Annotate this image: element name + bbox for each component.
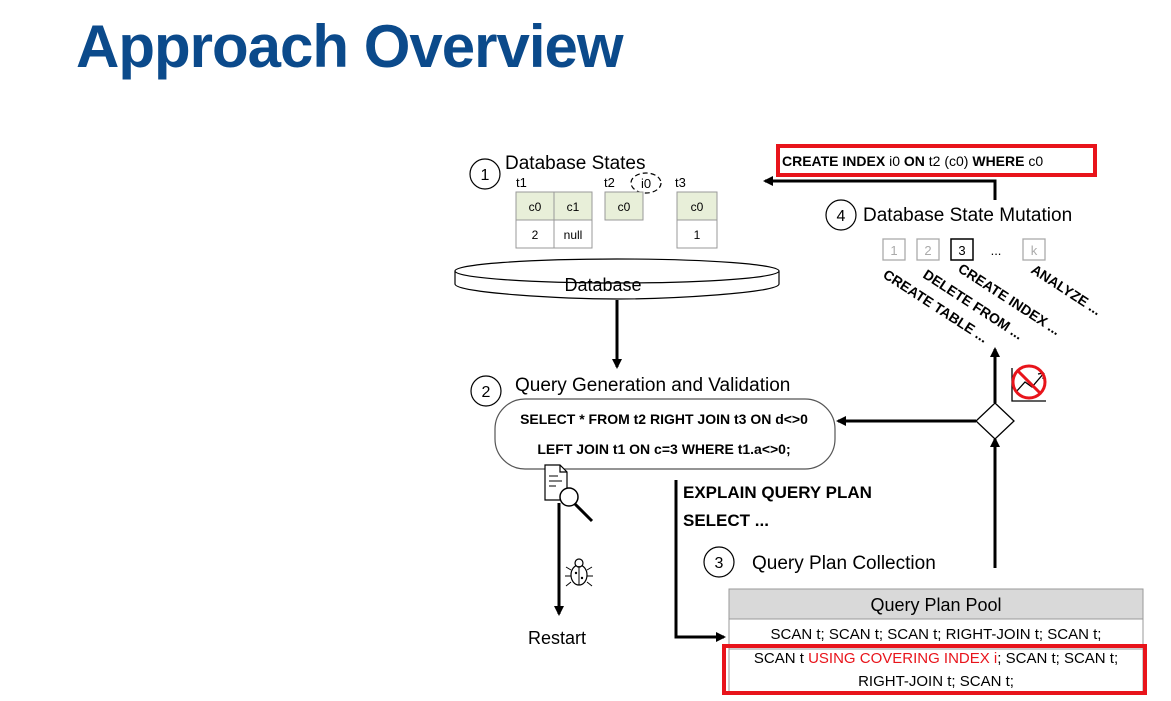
plan-row-1: SCAN t; SCAN t; SCAN t; RIGHT-JOIN t; SC…	[771, 626, 1102, 643]
query-line1: SELECT * FROM t2 RIGHT JOIN t3 ON d<>0	[520, 411, 808, 427]
explain-line1: EXPLAIN QUERY PLAN	[683, 483, 872, 502]
explain-line2: SELECT ...	[683, 511, 769, 530]
table-t3: c0 1	[676, 191, 718, 249]
query-plan-pool: Query Plan Pool SCAN t; SCAN t; SCAN t; …	[728, 588, 1144, 694]
candidate-box-1: 1	[890, 243, 897, 258]
plan-highlight-box	[722, 644, 1147, 695]
candidate-box-k: k	[1031, 243, 1038, 258]
step4-label: Database State Mutation	[863, 205, 1072, 226]
step1-label: Database States	[505, 153, 645, 174]
step2-number: 2	[482, 384, 491, 401]
mutation-statement-box	[776, 144, 1097, 177]
bug-icon	[565, 558, 593, 587]
page-title: Approach Overview	[76, 13, 624, 80]
step4-number-circle	[825, 199, 857, 231]
step1-number-circle	[469, 158, 501, 190]
mutation-statement: CREATE INDEX i0 ON t2 (c0) WHERE c0	[782, 153, 1043, 169]
database-label: Database	[564, 275, 641, 295]
index-i0-ellipse	[630, 172, 662, 194]
query-box	[494, 398, 836, 470]
mutation-candidates: 1 2 3 ... k	[882, 238, 1046, 261]
step1-database-states: 1 Database States t1 c0 c1 2 null t2 i0 …	[454, 153, 780, 300]
step3-label: Query Plan Collection	[752, 553, 936, 574]
table-t3-name: t3	[675, 175, 686, 190]
arrow-mutation-to-states	[763, 176, 997, 200]
step3-query-plan-collection: 3 Query Plan Collection Query Plan Pool …	[703, 546, 1147, 695]
table-t2: c0	[604, 191, 644, 221]
candidate-ellipsis: ...	[991, 243, 1002, 258]
decision-diamond	[975, 402, 1015, 440]
step2-number-circle	[470, 375, 502, 407]
step1-number: 1	[481, 167, 490, 184]
restart-label: Restart	[528, 628, 586, 648]
t3-val-c0: 1	[694, 228, 701, 242]
database-disk: Database	[454, 258, 780, 300]
step2-label: Query Generation and Validation	[515, 375, 790, 396]
step3-number-circle	[703, 546, 735, 578]
table-t1-name: t1	[516, 175, 527, 190]
step3-number: 3	[715, 555, 724, 572]
document-search-icon	[544, 464, 594, 523]
plan-row-2-line1: SCAN t USING COVERING INDEX i; SCAN t; S…	[754, 650, 1118, 667]
arrow-explain-to-pool	[674, 480, 726, 642]
query-line2: LEFT JOIN t1 ON c=3 WHERE t1.a<>0;	[537, 441, 790, 457]
pool-header: Query Plan Pool	[870, 595, 1001, 615]
t1-val-c1: null	[564, 228, 583, 242]
candidate-box-2: 2	[924, 243, 931, 258]
table-t1: c0 c1 2 null	[515, 191, 593, 249]
step2-query-generation: 2 Query Generation and Validation SELECT…	[470, 375, 836, 470]
t3-col-c0: c0	[691, 200, 704, 214]
table-t2-name: t2	[604, 175, 615, 190]
plan-row-2-line2: RIGHT-JOIN t; SCAN t;	[858, 673, 1014, 690]
candidate-box-3: 3	[958, 243, 965, 258]
t2-col-c0: c0	[618, 200, 631, 214]
no-growth-icon	[1011, 364, 1047, 402]
t1-col-c0: c0	[529, 200, 542, 214]
step4-number: 4	[837, 208, 846, 225]
step4-state-mutation: 4 Database State Mutation 1 2 3 ... k CR…	[825, 199, 1105, 346]
t1-col-c1: c1	[567, 200, 580, 214]
t1-val-c0: 2	[532, 228, 539, 242]
index-i0-label: i0	[641, 176, 651, 191]
